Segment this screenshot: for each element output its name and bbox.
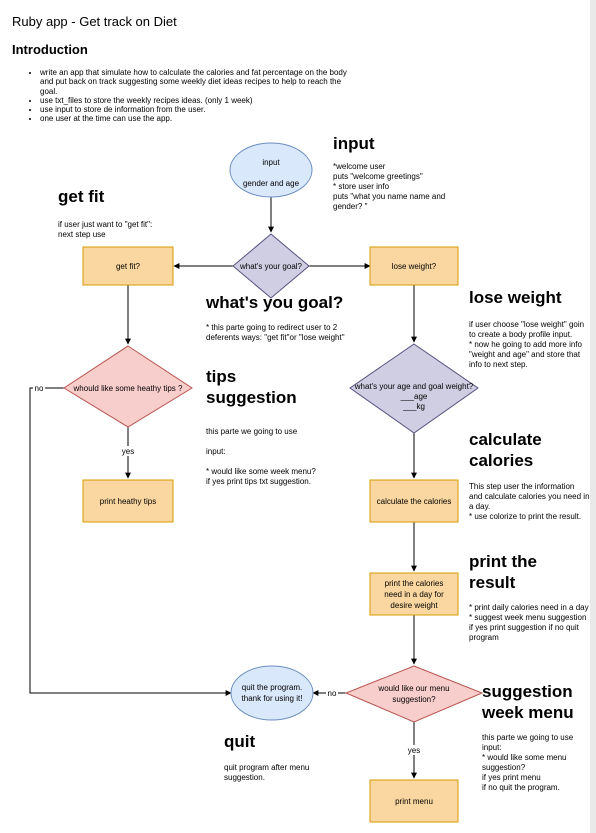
note-goal-heading: what's you goal?	[206, 293, 344, 312]
edge-label-yes: yes	[408, 746, 420, 755]
note-lose-weight-heading: lose weight	[469, 288, 562, 307]
node-tips: whould like some heathy tips ?	[63, 345, 193, 428]
note-goal-text: * this parte going to redirect user to 2…	[206, 323, 345, 342]
node-menu-question: would like our menu suggestion?	[344, 665, 484, 723]
node-calculate: calculate the calories	[369, 479, 459, 523]
node-get-fit: get fit?	[82, 246, 174, 286]
node-input-line2: gender and age	[243, 179, 300, 188]
node-quit-line1: quit the program.	[242, 683, 302, 692]
intro-item: use input to store de information from t…	[40, 105, 360, 114]
edge-label-no: no	[35, 384, 44, 393]
node-get-fit-label: get fit?	[116, 262, 141, 271]
intro-item: write an app that simulate how to calcul…	[40, 68, 360, 96]
note-get-fit-text: if user just want to "get fit": next ste…	[58, 220, 153, 239]
node-print-calories-line3: desire weight	[390, 601, 438, 610]
node-input-line1: input	[262, 158, 280, 167]
node-heathy-tips-label: print heathy tips	[100, 497, 156, 506]
node-heathy-tips: print heathy tips	[82, 479, 174, 523]
edge-tips-quit	[29, 387, 232, 696]
note-suggestion-text: this parte we going to use input: * woul…	[482, 733, 574, 792]
note-suggestion-heading: suggestion week menu	[482, 682, 574, 722]
node-input: input gender and age	[229, 142, 313, 198]
node-quit: quit the program. thank for using it!	[230, 665, 314, 721]
intro-heading: Introduction	[12, 42, 88, 57]
note-get-fit-heading: get fit	[58, 187, 105, 206]
node-quit-line2: thank for using it!	[242, 694, 303, 703]
node-print-menu-label: print menu	[395, 797, 433, 806]
note-print-result-heading: print the result	[469, 552, 537, 592]
node-menu-line1: would like our menu	[377, 684, 449, 693]
node-print-calories-line1: print the calories	[385, 579, 444, 588]
node-lose-weight: lose weight?	[369, 246, 459, 286]
node-print-calories: print the calories need in a day for des…	[369, 572, 459, 616]
page-title: Ruby app - Get track on Diet	[12, 14, 177, 29]
intro-item: use txt_files to store the weekly recipe…	[40, 96, 360, 105]
intro-list: write an app that simulate how to calcul…	[26, 68, 360, 124]
edge-label-no: no	[328, 689, 337, 698]
node-age: what's your age and goal weight? ___age …	[349, 343, 479, 434]
node-calculate-label: calculate the calories	[377, 497, 452, 506]
node-lose-weight-label: lose weight?	[392, 262, 437, 271]
node-menu-line2: suggestion?	[392, 695, 436, 704]
node-tips-label: whould like some heathy tips ?	[73, 384, 184, 393]
node-print-calories-line2: need in a day for	[384, 590, 444, 599]
note-input-heading: input	[333, 134, 375, 153]
note-tips-text: this parte we going to use input: * woul…	[206, 427, 316, 486]
note-print-result-text: * print daily calories need in a day * s…	[469, 603, 589, 642]
note-calculate-heading: calculate calories	[469, 430, 542, 470]
scrollbar-track[interactable]	[590, 0, 596, 833]
note-quit-text: quit program after menu suggestion.	[224, 763, 310, 782]
node-goal-label: what's your goal?	[239, 262, 303, 271]
node-goal: what's your goal?	[232, 233, 310, 299]
node-print-menu: print menu	[369, 779, 459, 823]
note-lose-weight-text: if user choose "lose weight" goin to cre…	[469, 320, 585, 369]
node-age-line3: ___kg	[402, 402, 425, 411]
edge-label-yes: yes	[122, 447, 134, 456]
note-input-text: *welcome user puts "welcome greetings" *…	[333, 162, 446, 211]
node-age-line2: ___age	[400, 392, 428, 401]
note-tips-heading: tips suggestion	[206, 367, 297, 407]
note-quit-heading: quit	[224, 732, 256, 751]
intro-item: one user at the time can use the app.	[40, 114, 360, 123]
node-age-line1: what's your age and goal weight?	[354, 382, 474, 391]
note-calculate-text: This step user the information and calcu…	[469, 482, 590, 521]
